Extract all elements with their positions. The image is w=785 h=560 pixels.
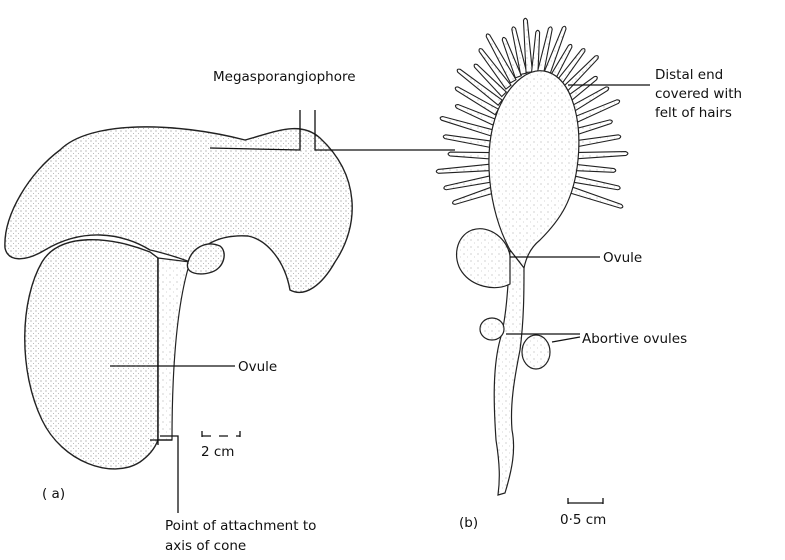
abortive-ovule-1 [480,318,504,340]
label-attachment-1: Point of attachment to [165,518,316,534]
label-distal-end-1: Distal end [655,67,723,83]
label-scale-b: 0·5 cm [560,512,606,528]
hair [572,176,620,190]
hair [453,187,494,204]
label-megasporangiophore: Megasporangiophore [213,69,356,85]
label-panel-a: ( a) [42,486,65,502]
ovule-a [25,240,158,469]
hair [443,135,491,148]
hair [573,135,621,148]
hair [574,164,616,172]
stalk-a [158,258,190,440]
label-distal-end-2: covered with [655,86,742,102]
figure-a [5,127,352,469]
hair [436,164,490,173]
label-panel-b: (b) [459,515,478,531]
label-scale-a: 2 cm [201,444,234,460]
label-ovule-b: Ovule [603,250,642,266]
label-abortive-ovules: Abortive ovules [582,331,687,347]
scale-bar-a [202,431,240,437]
hair [574,152,628,159]
hair [570,187,622,208]
label-distal-end-3: felt of hairs [655,105,732,121]
label-attachment-2: axis of cone [165,538,246,554]
label-ovule-a: Ovule [238,359,277,375]
ovule-b [457,229,510,288]
abortive-ovule-2 [522,335,550,369]
hair [444,176,492,190]
hair [448,152,490,159]
scale-bar-b [568,498,603,504]
distal-end-b [489,71,579,268]
